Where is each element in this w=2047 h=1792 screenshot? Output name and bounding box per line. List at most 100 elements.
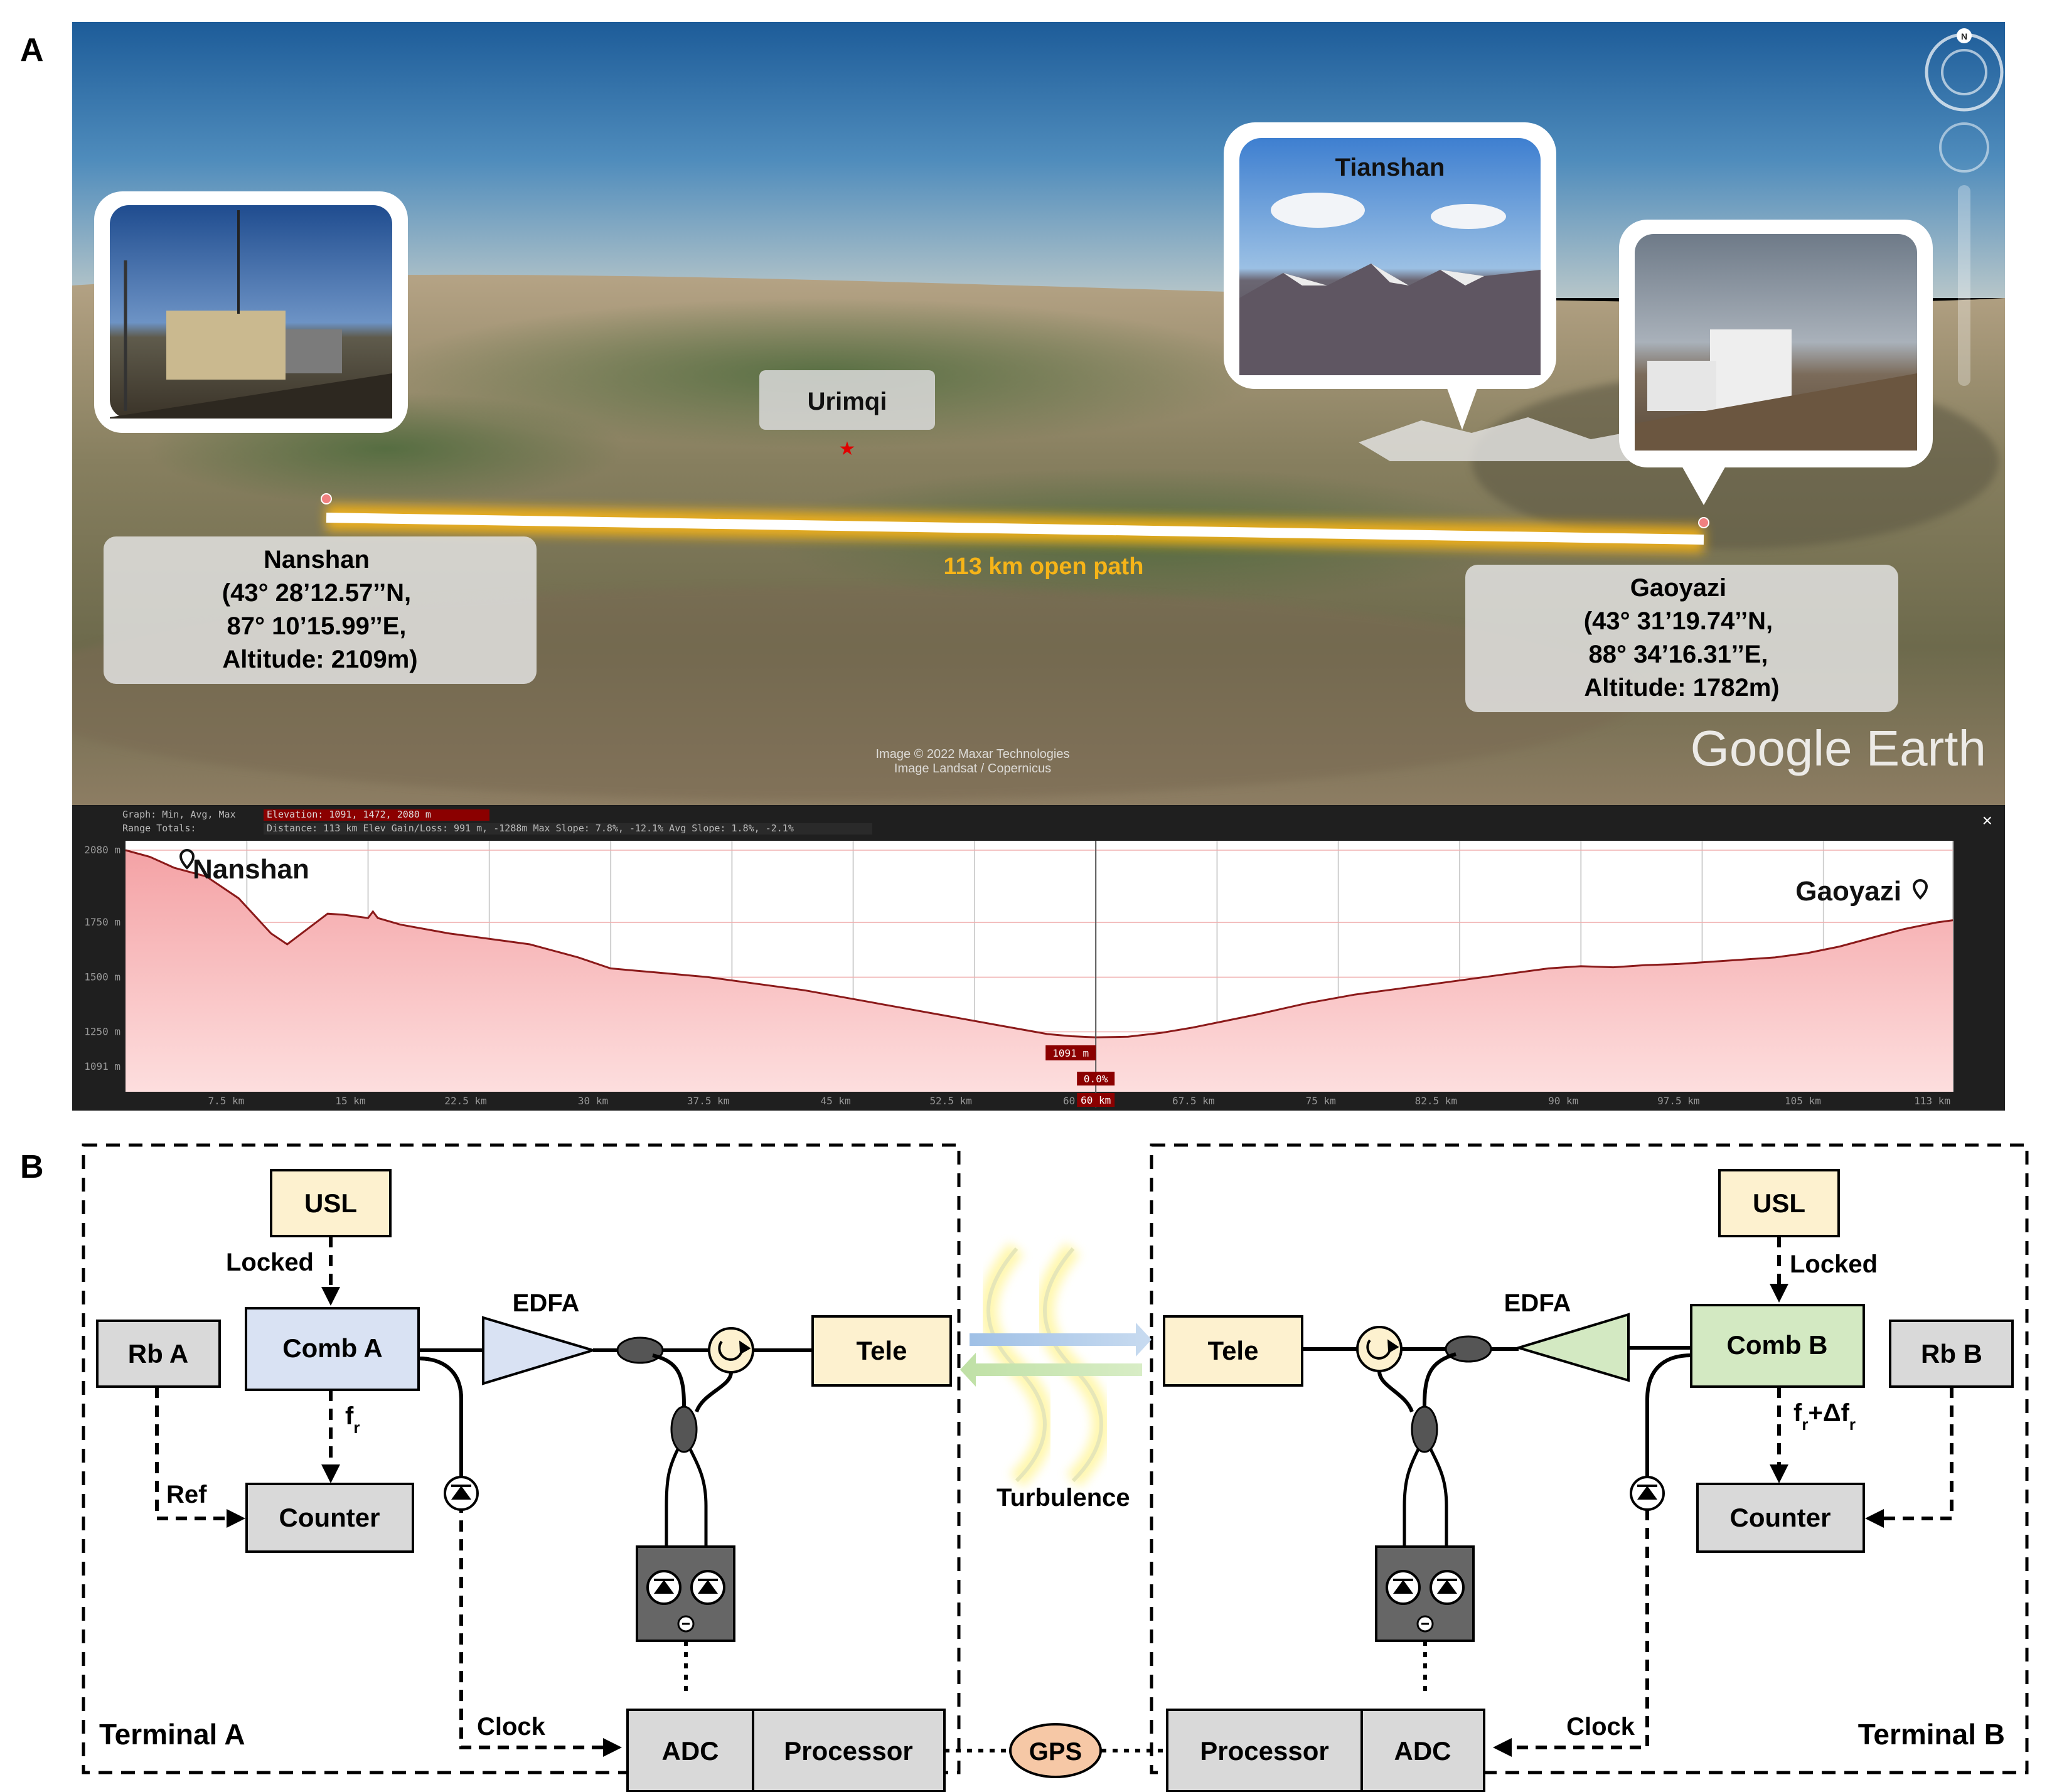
ref-a-arrow [155, 1387, 245, 1528]
coupler-b2-icon [1411, 1405, 1438, 1453]
ref-a-label: Ref [166, 1481, 207, 1508]
y-tick-label: 1500 m [84, 971, 120, 983]
locked-b-label: Locked [1790, 1251, 1878, 1278]
x-tick-label: 22.5 km [444, 1095, 486, 1107]
edfa-a-amplifier-icon [482, 1316, 597, 1385]
satellite-panel: 113 km open path Urimqi ★ Nanshan (43° 2… [72, 22, 2005, 806]
x-tick-label: 67.5 km [1172, 1095, 1214, 1107]
compass-north-label: N [1961, 31, 1967, 41]
nanshan-map-pin-icon [179, 849, 195, 870]
gaoyazi-alt: Altitude: 1782m) [1584, 674, 1779, 701]
usl-b-label: USL [1753, 1188, 1805, 1218]
ref-b-arrow [1865, 1387, 1953, 1528]
elevation-svg: Graph: Min, Avg, Max Elevation: 1091, 14… [84, 809, 1992, 1107]
gaoyazi-info-box: Gaoyazi (43° 31’19.74’’N, 88° 34’16.31’’… [1465, 565, 1898, 712]
open-path-line [326, 513, 1704, 545]
nanshan-lon: 87° 10’15.99’’E, [227, 612, 407, 640]
marker-dist: 60 km [1081, 1094, 1111, 1106]
setup-diagram: Terminal A Terminal B USL Locked Comb A … [0, 1117, 2047, 1792]
panel-a-letter: A [20, 32, 44, 68]
marker-dist-box [1077, 1093, 1115, 1107]
zoom-slider[interactable] [1958, 185, 1970, 386]
circulator-b-icon [1356, 1326, 1403, 1372]
imagery-copyright-2: Image Landsat / Copernicus [894, 762, 1051, 776]
tianshan-photo-callout: Tianshan [1224, 122, 1556, 430]
elevation-panel: Graph: Min, Avg, Max Elevation: 1091, 14… [72, 806, 2005, 1111]
locked-a-label: Locked [226, 1249, 314, 1276]
adc-a-label: ADC [662, 1736, 719, 1766]
look-control-icon[interactable] [1939, 122, 1989, 173]
clock-a-label: Clock [477, 1713, 546, 1741]
x-tick-label: 30 km [578, 1095, 608, 1107]
nanshan-info-box: Nanshan (43° 28’12.57’’N, 87° 10’15.99’’… [104, 536, 537, 684]
tele-a-box [811, 1315, 952, 1387]
photodiode-b2-icon [1430, 1570, 1465, 1605]
x-tick-label: 45 km [820, 1095, 850, 1107]
nanshan-profile-label: Nanshan [193, 854, 309, 885]
photodiode-a2-icon [690, 1570, 725, 1605]
counter-b-label: Counter [1730, 1503, 1831, 1532]
fiber-circ-coupler-a [695, 1372, 733, 1413]
edfa-a-label: EDFA [513, 1289, 580, 1317]
stats-line-1: Graph: Min, Avg, Max [122, 809, 236, 820]
processor-a-label: Processor [784, 1736, 912, 1766]
urimqi-star-icon: ★ [839, 439, 856, 459]
fiber-bpd-b-right [1429, 1448, 1448, 1550]
x-tick-label: 37.5 km [687, 1095, 729, 1107]
gaoyazi-map-pin-icon [1912, 879, 1928, 900]
circulator-b-arrow-icon [1366, 1339, 1399, 1360]
photodiode-a1-icon [646, 1570, 681, 1605]
open-path-label: 113 km open path [944, 553, 1144, 580]
close-icon[interactable]: × [1982, 811, 1992, 830]
clock-b-label: Clock [1566, 1713, 1635, 1741]
processor-b-label: Processor [1200, 1736, 1328, 1766]
fiber-tap-a [652, 1353, 686, 1443]
y-tick-label: 1250 m [84, 1026, 120, 1038]
panel-b-letter: B [20, 1149, 44, 1185]
y-tick-label: 1750 m [84, 916, 120, 928]
compass-icon[interactable]: N [1925, 28, 2004, 112]
beam-a-to-b-arrow [970, 1323, 1152, 1357]
x-tick-label: 7.5 km [208, 1095, 244, 1107]
stats-value-1: Elevation: 1091, 1472, 2080 m [267, 809, 431, 820]
tele-b-box [1163, 1315, 1303, 1387]
tianshan-label: Tianshan [1335, 154, 1445, 181]
rb-b-box [1889, 1320, 2014, 1388]
usl-a-label: USL [304, 1188, 357, 1218]
nanshan-marker: Nanshan [179, 849, 309, 885]
fr-b-label: fr+Δfr [1793, 1399, 1856, 1434]
rb-a-box [96, 1320, 221, 1388]
gaoyazi-profile-label: Gaoyazi [1795, 876, 1901, 907]
fiber-to-pd-a [418, 1357, 463, 1478]
rb-a-label: Rb A [128, 1339, 188, 1368]
adc-b-box [1360, 1709, 1485, 1792]
fr-a-label: fr [345, 1402, 360, 1437]
tele-a-label: Tele [857, 1336, 907, 1365]
processor-a-box [752, 1709, 946, 1792]
x-tick-label: 90 km [1548, 1095, 1578, 1107]
turbulence-label: Turbulence [997, 1484, 1130, 1512]
fiber-to-pd-b [1645, 1353, 1692, 1478]
y-tick-label: 1091 m [84, 1060, 120, 1072]
elevation-line [125, 849, 1953, 1038]
terminal-a-frame [82, 1143, 961, 1774]
x-tick-label: 105 km [1785, 1095, 1821, 1107]
gaoyazi-marker: Gaoyazi [1795, 876, 1928, 907]
svg-text:Nanshan (43° 28’12.57’’N: Nanshan (43° 28’12.57’’N, 87° 10’15.99’’… [222, 546, 419, 673]
fiber-circ-coupler-b [1377, 1370, 1414, 1413]
circulator-a-icon [708, 1327, 754, 1373]
marker-slope: 0.0% [1084, 1073, 1108, 1085]
satellite-svg: 113 km open path Urimqi ★ Nanshan (43° 2… [72, 22, 2005, 806]
rb-b-label: Rb B [1921, 1339, 1982, 1368]
marker-elev-box [1045, 1045, 1096, 1060]
gaoyazi-pin-icon [1698, 517, 1709, 528]
comb-b-label: Comb B [1727, 1330, 1828, 1360]
photodiode-b1-icon [1386, 1570, 1421, 1605]
stats-value-2: Distance: 113 km Elev Gain/Loss: 991 m, … [267, 823, 794, 834]
counter-a-label: Counter [279, 1503, 380, 1532]
setup-svg: Terminal A Terminal B USL Locked Comb A … [82, 1143, 2029, 1792]
nanshan-name: Nanshan [264, 546, 370, 573]
gps-node [1009, 1723, 1102, 1778]
counter-b-box [1696, 1483, 1865, 1553]
elevation-area [126, 850, 1953, 1092]
